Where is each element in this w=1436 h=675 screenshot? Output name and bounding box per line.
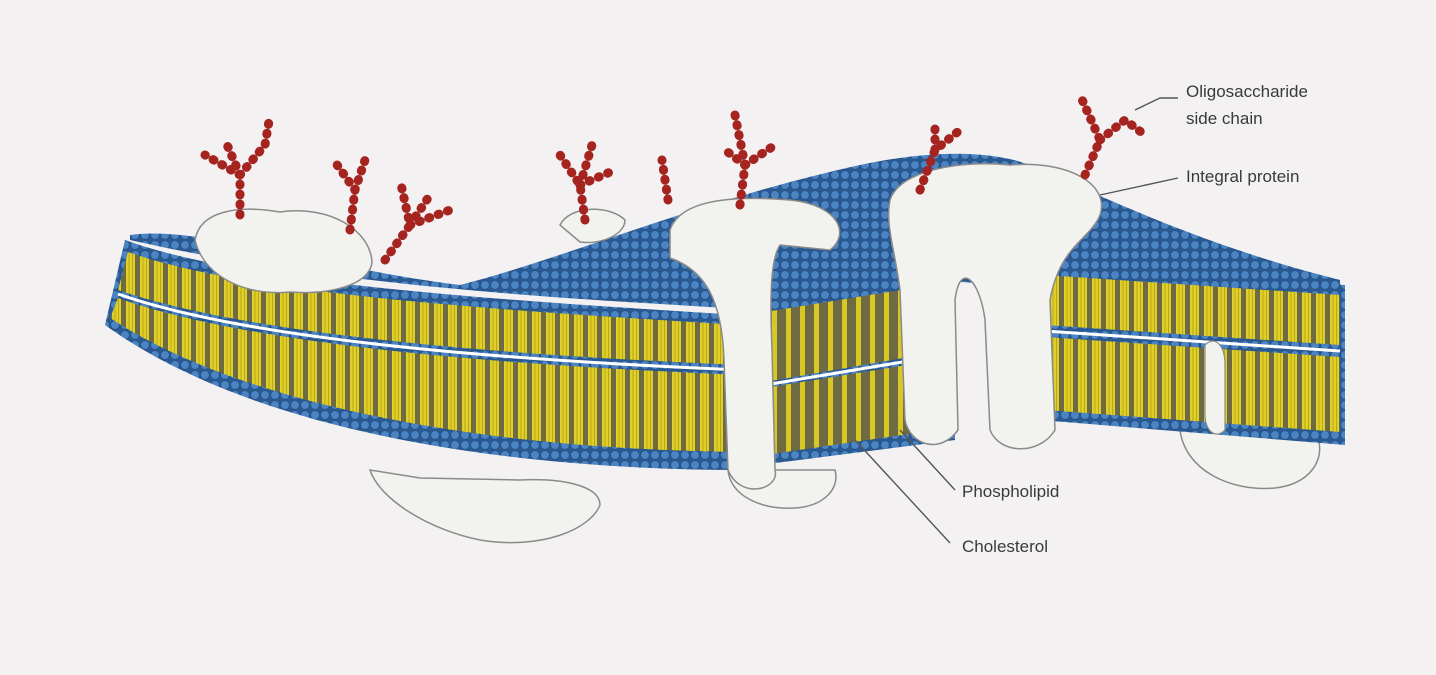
label-oligosaccharide-line1: Oligosaccharide [1186, 82, 1308, 101]
label-cholesterol: Cholesterol [962, 537, 1048, 556]
label-oligosaccharide-line2: side chain [1186, 109, 1263, 128]
label-phospholipid: Phospholipid [962, 482, 1059, 501]
label-integral-protein: Integral protein [1186, 167, 1299, 186]
bilayer-right-block [1040, 265, 1345, 445]
protein-slim-right [1205, 341, 1225, 434]
